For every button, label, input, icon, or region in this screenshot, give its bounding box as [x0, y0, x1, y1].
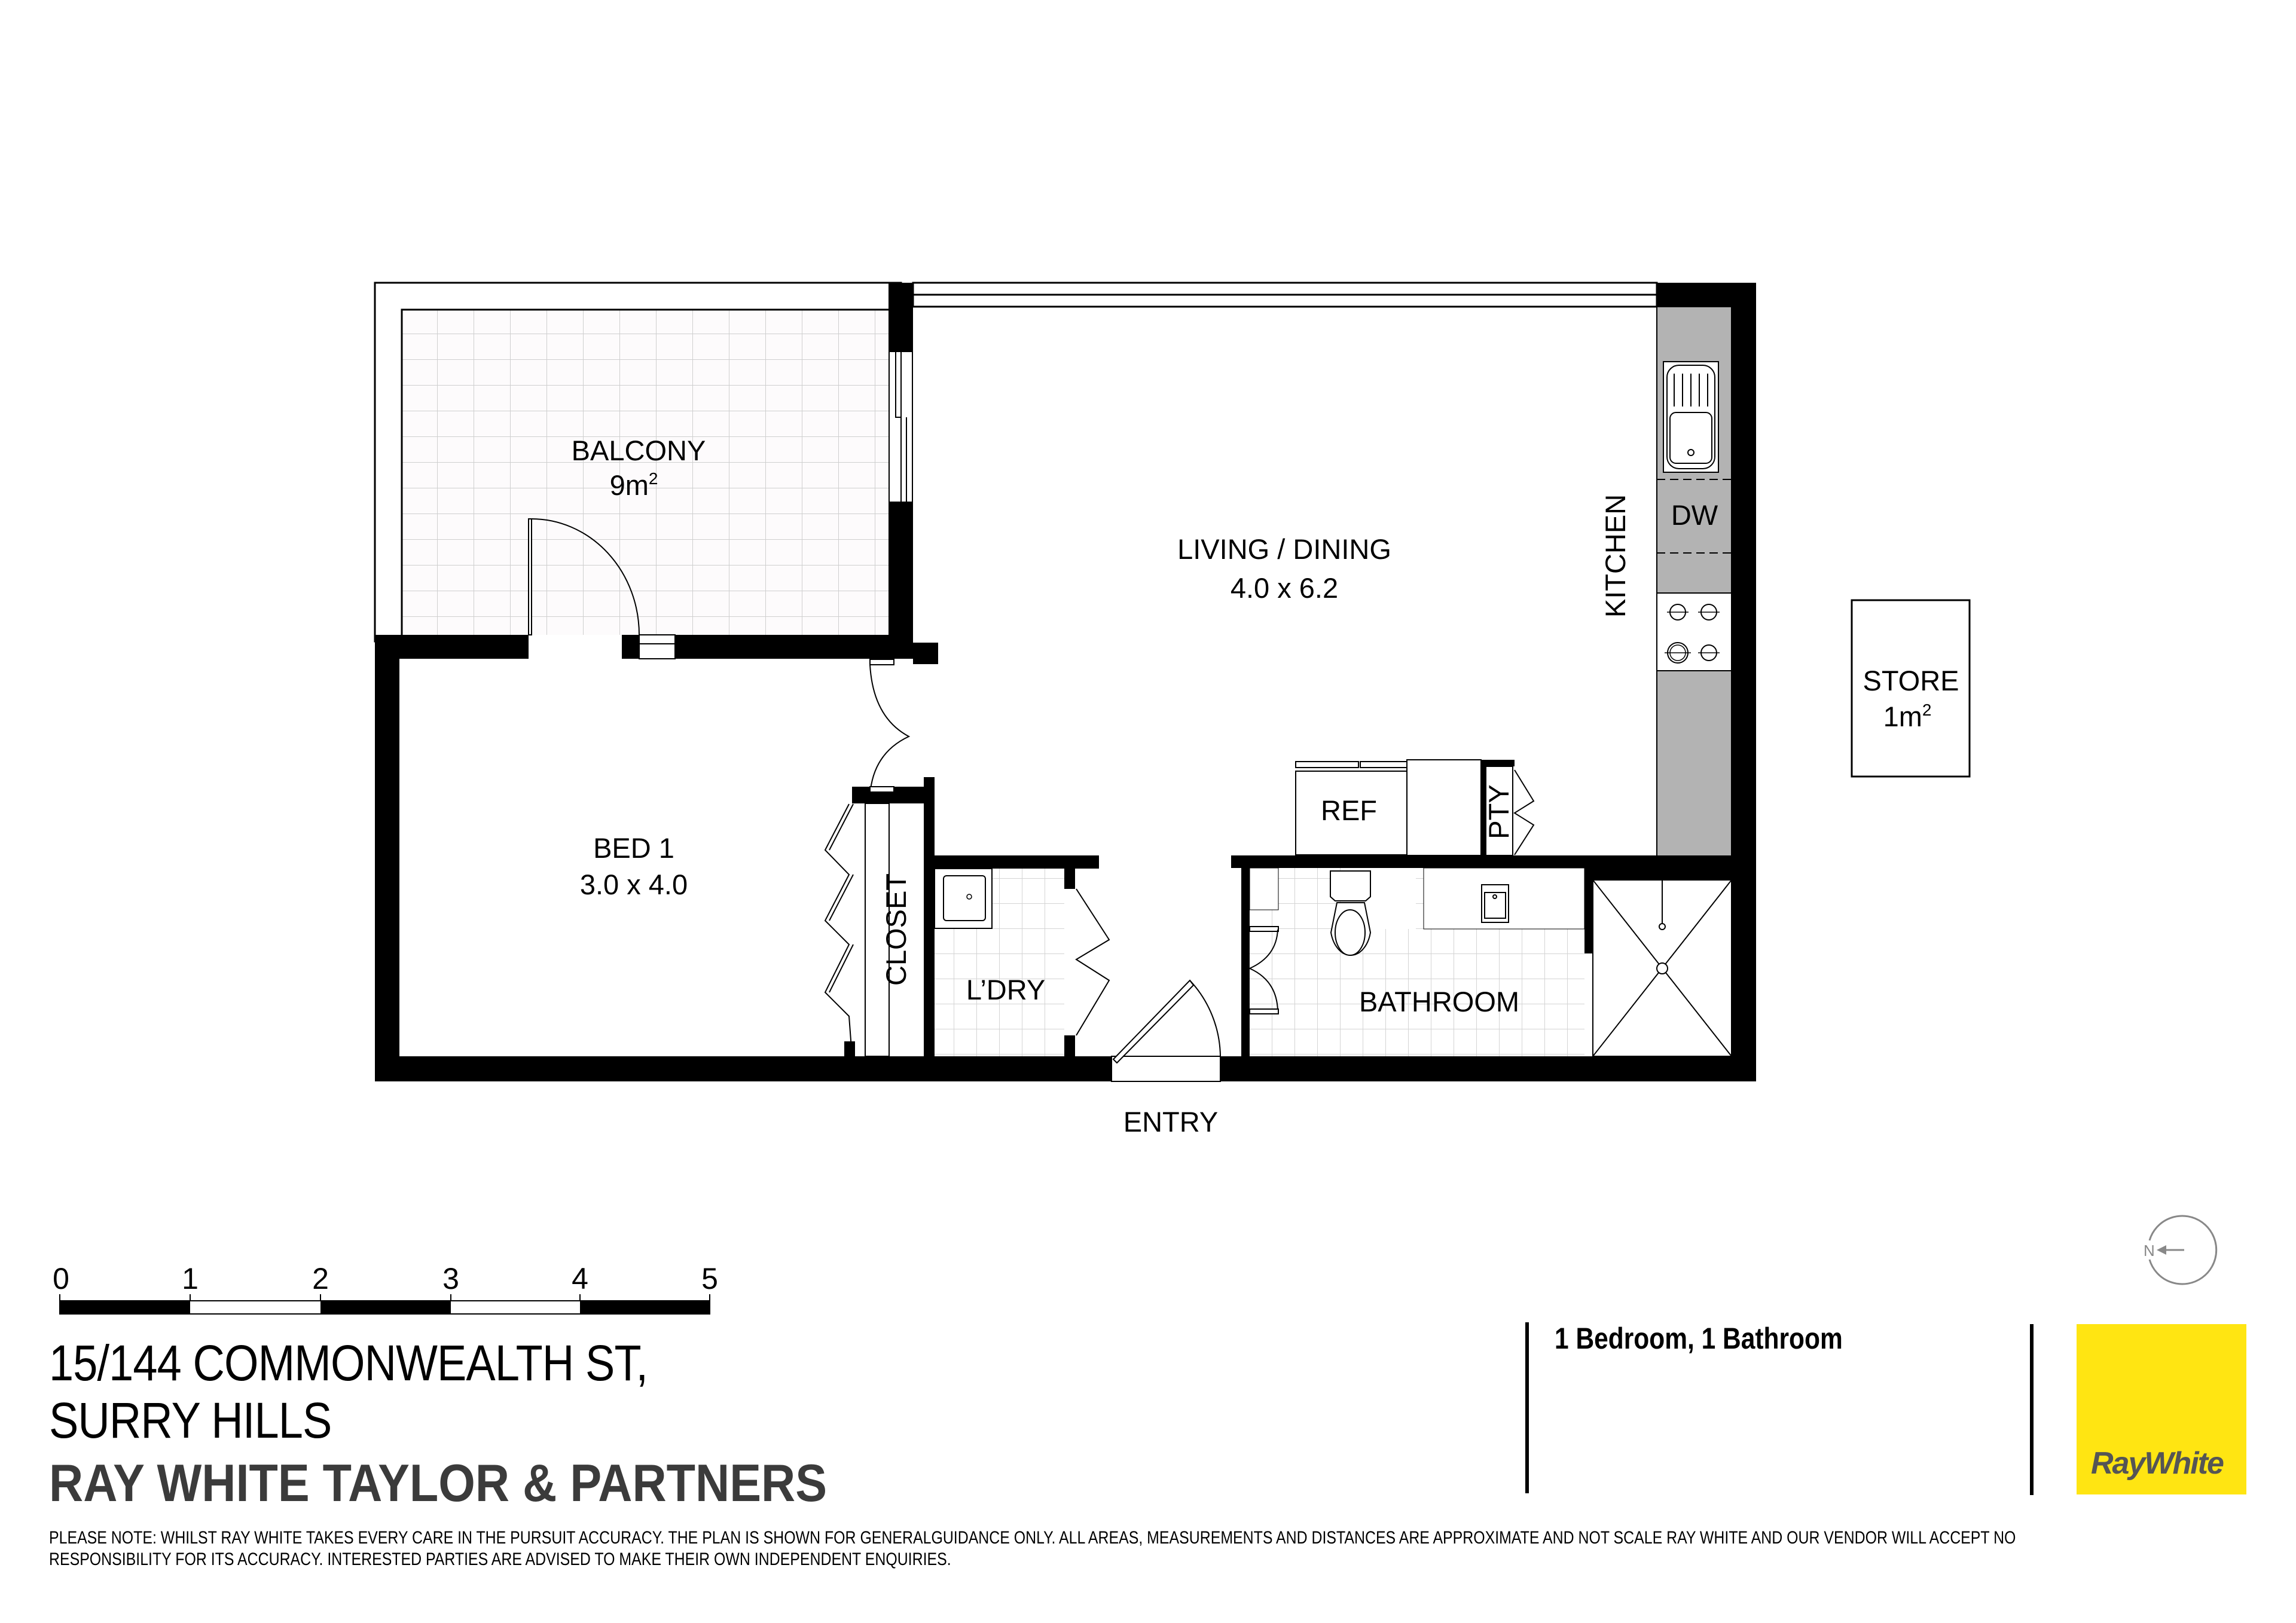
- scale-tick-1: 1: [182, 1262, 199, 1295]
- bedroom-door: [869, 659, 911, 796]
- north-arrow-icon: N: [2144, 1215, 2218, 1285]
- fridge: [1295, 759, 1482, 856]
- svg-text:CLOSET: CLOSET: [880, 873, 912, 986]
- svg-text:DW: DW: [1671, 499, 1718, 531]
- balcony: [374, 282, 902, 643]
- living-dims: 4.0 x 6.2: [1231, 572, 1338, 604]
- logo-text: RayWhite: [2091, 1446, 2224, 1481]
- north-label: N: [2144, 1242, 2155, 1260]
- pantry-label: PTY: [1483, 784, 1515, 839]
- svg-text:BED 1: BED 1: [593, 832, 674, 864]
- disclaimer-line-2: RESPONSIBILITY FOR ITS ACCURACY. INTERES…: [49, 1549, 951, 1569]
- closet: [824, 803, 890, 1057]
- kitchen-label: KITCHEN: [1599, 494, 1631, 618]
- svg-text:3.0 x 4.0: 3.0 x 4.0: [580, 869, 688, 900]
- store-area: 1m: [1883, 701, 1922, 732]
- svg-text:BATHROOM: BATHROOM: [1359, 986, 1519, 1017]
- balcony-window: [889, 351, 913, 503]
- store: [1851, 599, 1971, 778]
- living-label: LIVING / DINING: [1177, 533, 1391, 565]
- scale-bar: [59, 1294, 710, 1315]
- svg-text:LIVING / DINING: LIVING / DINING: [1177, 533, 1391, 565]
- svg-text:N: N: [2144, 1242, 2155, 1260]
- cooktop-icon: [1656, 592, 1732, 671]
- agency-name: RAY WHITE TAYLOR & PARTNERS: [49, 1453, 828, 1512]
- balcony-door: [528, 518, 676, 659]
- svg-text:1m2: 1m2: [1883, 701, 1932, 732]
- closet-label: CLOSET: [880, 873, 912, 986]
- laundry-label: L’DRY: [966, 974, 1045, 1005]
- kitchen-counter: [1656, 306, 1732, 859]
- scale-tick-4: 4: [572, 1262, 588, 1295]
- kitchen-sink-icon: [1663, 361, 1719, 473]
- svg-text:PTY: PTY: [1483, 784, 1515, 839]
- svg-text:9m2: 9m2: [610, 469, 658, 501]
- disclaimer-line-1: PLEASE NOTE: WHILST RAY WHITE TAKES EVER…: [49, 1528, 2016, 1548]
- svg-text:STORE: STORE: [1863, 665, 1959, 696]
- svg-text:L’DRY: L’DRY: [966, 974, 1045, 1005]
- property-features: 1 Bedroom, 1 Bathroom: [1555, 1322, 1843, 1355]
- bed1-dims: 3.0 x 4.0: [580, 869, 688, 900]
- toilet-icon: [1330, 870, 1372, 956]
- entry-label: ENTRY: [1123, 1106, 1218, 1138]
- fridge-label: REF: [1321, 794, 1377, 826]
- divider-right: [2030, 1324, 2034, 1495]
- address-line-2: SURRY HILLS: [49, 1392, 332, 1448]
- entry-door: [1111, 979, 1221, 1082]
- walls: [375, 283, 1756, 1081]
- pantry: [1485, 766, 1535, 856]
- laundry: [934, 868, 1110, 1056]
- store-label: STORE: [1863, 665, 1959, 696]
- svg-text:BALCONY: BALCONY: [572, 435, 706, 466]
- address-line-1: 15/144 COMMONWEALTH ST,: [49, 1335, 648, 1391]
- svg-text:ENTRY: ENTRY: [1123, 1106, 1218, 1138]
- ray-white-logo: RayWhite: [2077, 1324, 2246, 1494]
- svg-text:KITCHEN: KITCHEN: [1599, 494, 1631, 618]
- scale-tick-0: 0: [53, 1262, 69, 1295]
- bathroom-label: BATHROOM: [1359, 986, 1519, 1017]
- balcony-label: BALCONY: [572, 435, 706, 466]
- shower-icon: [1592, 879, 1732, 1057]
- dishwasher-label: DW: [1671, 499, 1718, 531]
- scale-tick-2: 2: [312, 1262, 329, 1295]
- disclaimer: PLEASE NOTE: WHILST RAY WHITE TAKES EVER…: [49, 1527, 2133, 1570]
- balcony-area: 9m: [610, 469, 649, 501]
- bed1-label: BED 1: [593, 832, 674, 864]
- scale-tick-3: 3: [442, 1262, 459, 1295]
- bathroom: [1248, 867, 1732, 1057]
- scale-tick-5: 5: [701, 1262, 718, 1295]
- divider-left: [1525, 1322, 1529, 1493]
- living-window: [912, 282, 1658, 308]
- svg-text:REF: REF: [1321, 794, 1377, 826]
- svg-text:4.0 x 6.2: 4.0 x 6.2: [1231, 572, 1338, 604]
- basin-icon: [1481, 884, 1509, 923]
